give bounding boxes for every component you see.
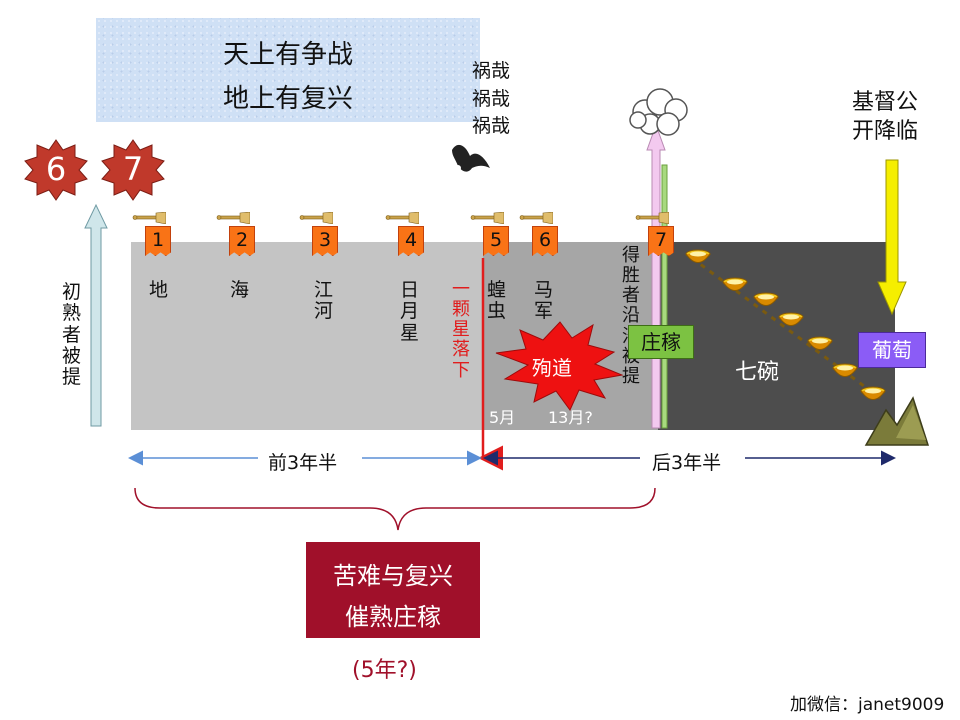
trumpet-icon <box>470 212 504 224</box>
harvest-box: 庄稼 <box>628 325 694 359</box>
woe-2: 祸哉 <box>472 87 511 110</box>
banner-line1: 天上有争战 <box>222 40 353 70</box>
grapes-box: 葡萄 <box>858 332 926 368</box>
trumpet-1-label: 地 <box>149 279 169 301</box>
contact-label: 加微信：janet9009 <box>790 695 945 715</box>
bowls-label: 七碗 <box>735 360 780 385</box>
trumpet-icon <box>132 212 166 224</box>
second-coming-arrow <box>877 159 907 316</box>
firstfruits-arrow <box>84 203 108 427</box>
firstfruits-char-4: 被 <box>62 344 82 367</box>
seal-6-number: 6 <box>45 150 67 188</box>
trumpet-icon <box>519 212 553 224</box>
second-half-label: 后3年半 <box>652 452 722 474</box>
woe-1: 祸哉 <box>472 60 511 82</box>
timeline-first-half <box>131 242 483 430</box>
trumpet-6-label-char-1: 马 <box>534 279 554 301</box>
trumpet-5-label: 蝗 虫 <box>487 279 507 323</box>
trumpet-2-number: 2 <box>229 226 255 256</box>
trumpet-5-label-char-2: 虫 <box>487 300 507 323</box>
bowl-icon <box>722 277 748 291</box>
seal-7-burst <box>101 139 165 201</box>
trumpet-4-label-char-1: 日 <box>400 279 420 301</box>
bowl-icon <box>685 249 711 263</box>
grapes-label: 葡萄 <box>872 338 912 362</box>
trumpet-5-label-char-1: 蝗 <box>487 279 507 301</box>
trumpet-1-number: 1 <box>145 226 171 256</box>
seal-7-number: 7 <box>122 150 144 188</box>
bowl-icon <box>860 386 886 400</box>
star-fall-char-1: 一 <box>452 279 470 300</box>
star-fall-char-2: 颗 <box>452 299 470 321</box>
firstfruits-char-5: 提 <box>62 366 82 389</box>
trumpet-5-number: 5 <box>483 226 509 256</box>
seal-6-burst <box>24 139 88 201</box>
overcomers-char-1: 得 <box>622 245 640 266</box>
trumpet-icon <box>385 212 419 224</box>
banner-line2: 地上有复兴 <box>222 84 353 114</box>
trumpet-3-label: 江 河 <box>314 279 334 323</box>
eagle-icon <box>452 144 490 172</box>
first-half-label: 前3年半 <box>268 452 338 474</box>
trumpet-4-label: 日 月 星 <box>400 279 420 344</box>
coming-line2: 开降临 <box>852 119 919 144</box>
trumpet-3-number: 3 <box>312 226 338 256</box>
thirteen-months-label: 13月? <box>548 408 593 427</box>
trumpet-6-label-char-2: 军 <box>534 300 554 323</box>
star-fall-label: 一 颗 星 落 下 <box>452 279 470 381</box>
harvest-label: 庄稼 <box>641 330 681 354</box>
trumpet-icon <box>635 212 669 224</box>
firstfruits-char-2: 熟 <box>62 302 82 325</box>
coming-line1: 基督公 <box>852 90 919 115</box>
trumpet-4-number: 4 <box>398 226 424 256</box>
overcomers-arrow-green <box>661 164 668 429</box>
trumpet-2-label: 海 <box>230 279 250 301</box>
firstfruits-char-1: 初 <box>62 281 82 303</box>
martyrdom-label: 殉道 <box>532 356 572 380</box>
tribulation-line1: 苦难与复兴 <box>333 562 453 590</box>
overcomers-char-2: 胜 <box>622 265 640 287</box>
star-fall-char-5: 下 <box>452 359 470 381</box>
bowl-icon <box>807 336 833 350</box>
trumpet-icon <box>299 212 333 224</box>
star-fall-char-3: 星 <box>452 319 470 341</box>
trumpet-6-number: 6 <box>532 226 558 256</box>
timeline-bowls-segment <box>658 242 895 430</box>
trumpet-7-number: 7 <box>648 226 674 256</box>
bowl-icon <box>832 363 858 377</box>
bowl-icon <box>753 292 779 306</box>
five-months-label: 5月 <box>489 408 516 427</box>
overcomers-char-4: 沿 <box>622 305 640 327</box>
trumpet-icon <box>216 212 250 224</box>
firstfruits-char-3: 者 <box>62 323 82 346</box>
martyrdom-burst <box>495 321 624 411</box>
firstfruits-label: 初 熟 者 被 提 <box>62 281 82 389</box>
trumpet-1-label-char: 地 <box>149 279 169 301</box>
woe-3: 祸哉 <box>472 115 511 138</box>
overcomers-char-7: 提 <box>622 365 640 387</box>
trumpet-4-label-char-2: 月 <box>400 300 420 323</box>
mountain-icon <box>864 396 930 446</box>
overcomers-label: 得 胜 者 沿 沿 被 提 <box>622 245 640 387</box>
overcomers-arrow-pink <box>646 123 666 429</box>
trumpet-3-label-char-2: 河 <box>314 300 334 323</box>
star-fall-char-4: 落 <box>452 339 470 361</box>
trumpet-3-label-char-1: 江 <box>314 279 334 301</box>
tribulation-line2: 催熟庄稼 <box>345 603 441 631</box>
tribulation-brace <box>134 487 656 531</box>
trumpet-4-label-char-3: 星 <box>400 321 420 344</box>
woe-text: 祸哉 祸哉 祸哉 <box>472 58 510 141</box>
years-label: (5年?) <box>352 658 417 683</box>
trumpet-6-label: 马 军 <box>534 279 554 323</box>
bowl-icon <box>778 312 804 326</box>
banner <box>96 18 480 122</box>
trumpet-2-label-char: 海 <box>230 279 250 301</box>
tribulation-box: 苦难与复兴 催熟庄稼 <box>306 542 480 638</box>
overcomers-char-3: 者 <box>622 285 640 307</box>
cloud-icon <box>629 88 688 136</box>
